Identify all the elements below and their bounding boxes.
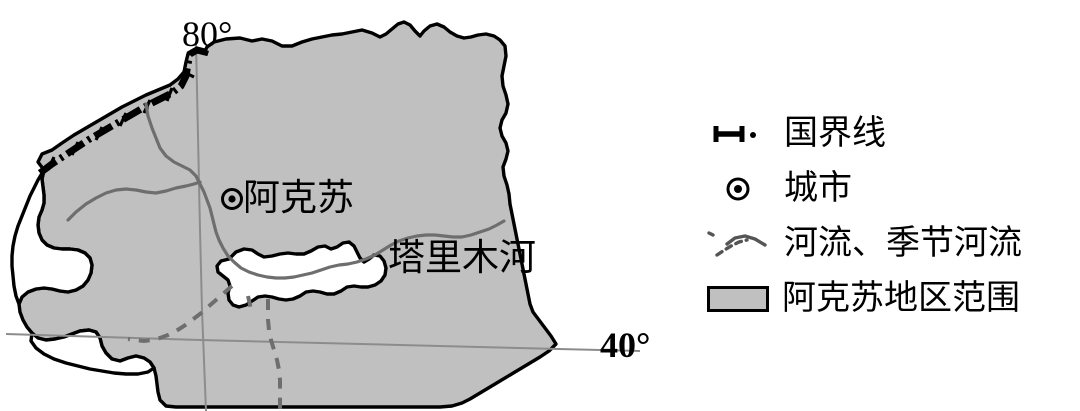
river-label-tarim: 塔里木河 [388,238,536,279]
legend: 国界线 城市 河流、季节河流 阿克苏 [698,106,1080,326]
city-circle-icon [698,161,778,216]
legend-item-rivers: 河流、季节河流 [698,216,1080,271]
area-swatch-icon [698,271,778,326]
legend-item-national-border: 国界线 [698,106,1080,161]
legend-item-city: 城市 [698,161,1080,216]
white-area-west [10,168,94,306]
river-lines-icon [698,216,778,271]
area-swatch [707,285,769,312]
legend-label-national-border: 国界线 [784,114,886,152]
legend-label-city: 城市 [784,169,852,207]
white-area-south [29,328,156,376]
city-label-aksu: 阿克苏 [243,178,354,219]
latitude-line-40 [5,333,641,352]
latitude-label: 40° [600,325,651,365]
longitude-label: 80° [182,14,233,54]
longitude-line-80 [195,41,207,411]
legend-item-area: 阿克苏地区范围 [698,271,1080,326]
perennial-rivers [66,102,506,280]
seasonal-rivers [127,284,282,411]
national-border-ticks [46,70,195,171]
legend-label-rivers: 河流、季节河流 [784,224,1022,262]
aksu-region-polygon [17,20,558,409]
national-border-icon [698,106,778,161]
legend-label-area: 阿克苏地区范围 [782,279,1020,317]
